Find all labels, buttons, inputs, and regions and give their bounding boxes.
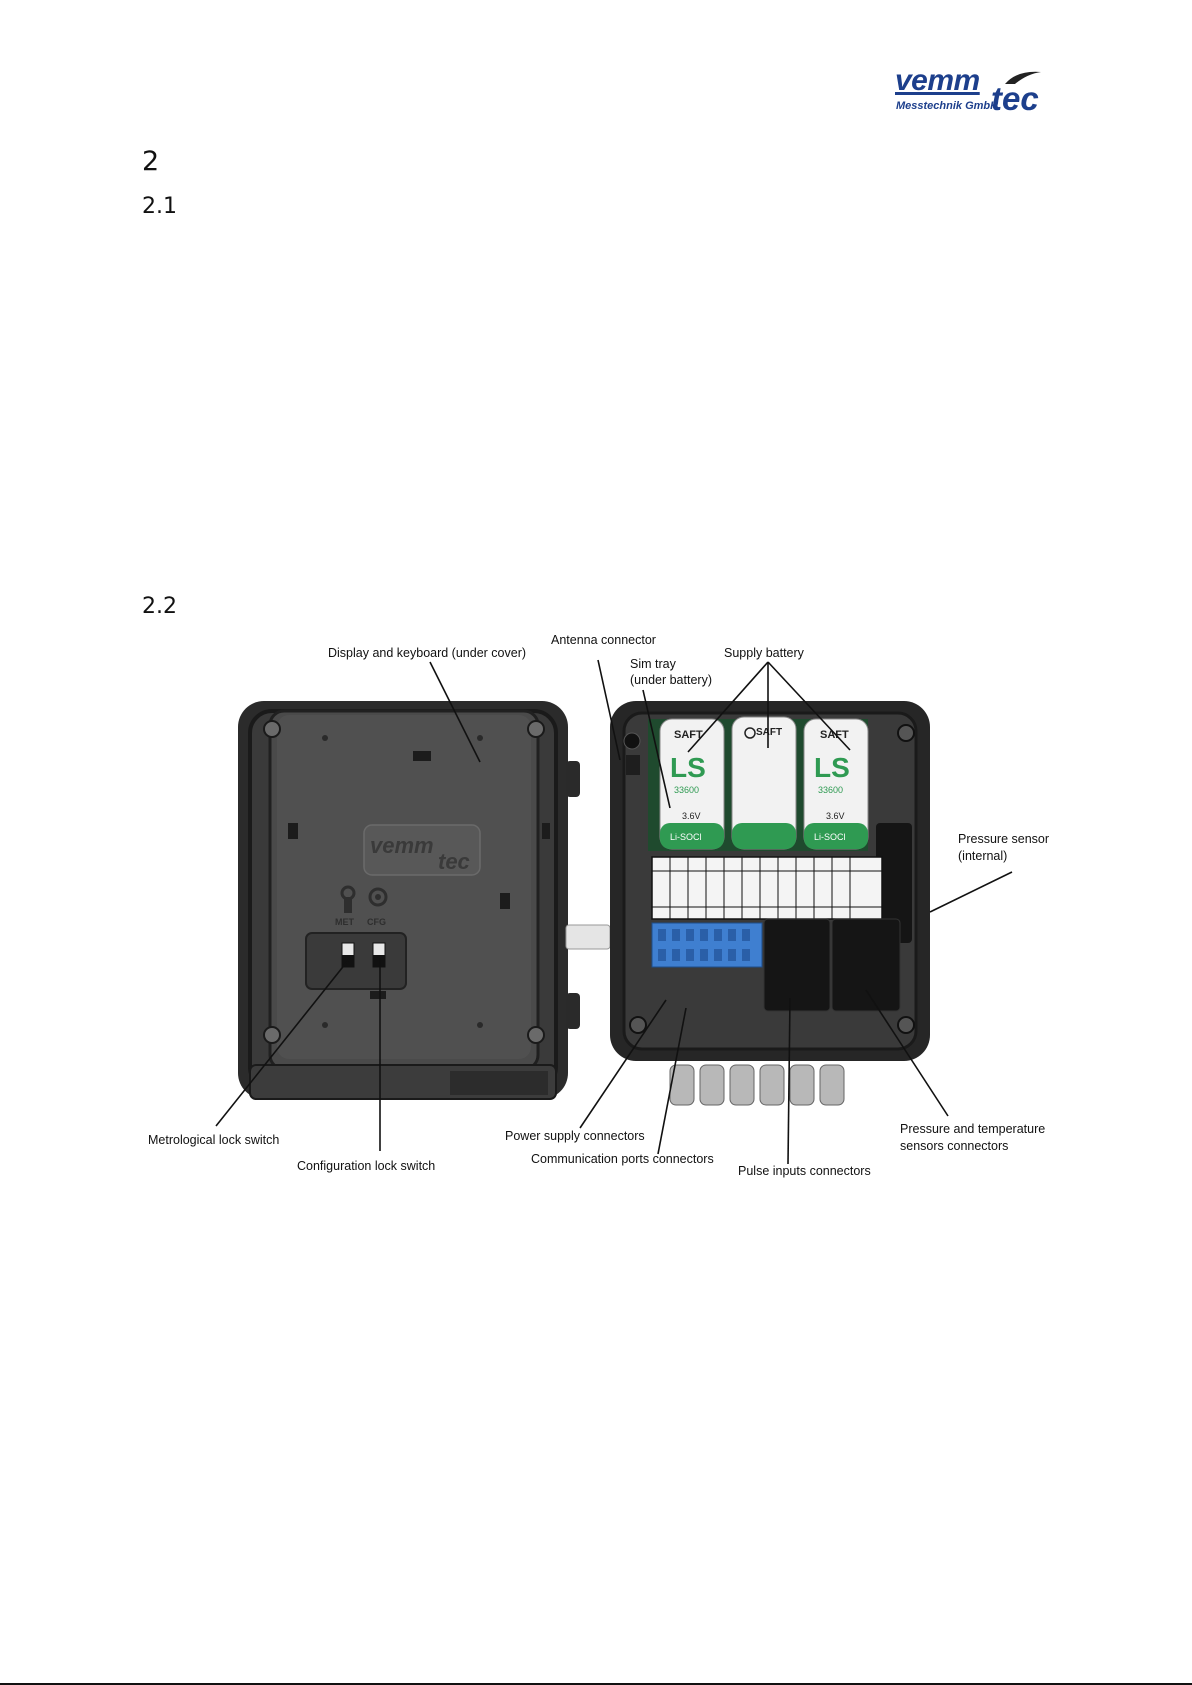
- cfg-text: CFG: [367, 917, 386, 927]
- label-antenna-connector: Antenna connector: [551, 633, 656, 647]
- label-pressure-sensor-note: (internal): [958, 849, 1008, 863]
- vemmtec-logo: vemm tec Messtechnik GmbH: [893, 62, 1051, 117]
- battery-3: SAFT LS 33600 3.6V Li-SOCl: [803, 718, 869, 850]
- logo-subtitle: Messtechnik GmbH: [896, 100, 999, 112]
- label-sim-tray: Sim tray: [630, 657, 676, 671]
- embossed-logo-text-tec: tec: [438, 849, 470, 874]
- label-pressure-sensor: Pressure sensor: [958, 832, 1050, 846]
- battery-3-code: 33600: [818, 785, 843, 795]
- section-heading-2: 2: [142, 146, 160, 177]
- battery-1-chem: Li-SOCl: [670, 832, 702, 842]
- label-pulse-inputs: Pulse inputs connectors: [738, 1164, 871, 1178]
- label-power-supply: Power supply connectors: [505, 1129, 645, 1143]
- device-photo: vemm tec MET CFG SAFT LS 33600 3.6V Li-S…: [238, 701, 930, 1106]
- logo-swoosh-icon: [1005, 71, 1041, 84]
- battery-1: SAFT LS 33600 3.6V Li-SOCl: [659, 718, 725, 850]
- page-footer-rule: [0, 1683, 1192, 1685]
- battery-3-model: LS: [814, 752, 850, 783]
- battery-1-brand: SAFT: [674, 729, 703, 741]
- logo-word-tec: tec: [991, 80, 1039, 117]
- battery-1-voltage: 3.6V: [682, 811, 701, 821]
- met-text: MET: [335, 917, 355, 927]
- label-display-keyboard: Display and keyboard (under cover): [328, 646, 527, 660]
- embossed-logo-text: vemm: [370, 833, 434, 858]
- battery-2-brand: SAFT: [756, 727, 782, 738]
- label-communication-ports: Communication ports connectors: [531, 1152, 714, 1166]
- cfg-lock-icon: [368, 887, 388, 907]
- label-configuration-lock: Configuration lock switch: [297, 1159, 436, 1173]
- label-sim-tray-note: (under battery): [630, 673, 712, 687]
- label-metrological-lock: Metrological lock switch: [148, 1133, 280, 1147]
- section-heading-2-1: 2.1: [142, 194, 177, 219]
- label-supply-battery: Supply battery: [724, 646, 804, 660]
- section-heading-2-2: 2.2: [142, 594, 177, 619]
- battery-2: SAFT: [731, 716, 797, 850]
- battery-3-brand: SAFT: [820, 729, 849, 741]
- met-lock-icon: [340, 885, 356, 913]
- battery-3-chem: Li-SOCl: [814, 832, 846, 842]
- logo-word-vemm: vemm: [895, 64, 980, 97]
- battery-1-code: 33600: [674, 785, 699, 795]
- battery-1-model: LS: [670, 752, 706, 783]
- battery-3-voltage: 3.6V: [826, 811, 845, 821]
- label-pt-sensors-note: sensors connectors: [900, 1139, 1009, 1153]
- label-pt-sensors: Pressure and temperature: [900, 1122, 1046, 1136]
